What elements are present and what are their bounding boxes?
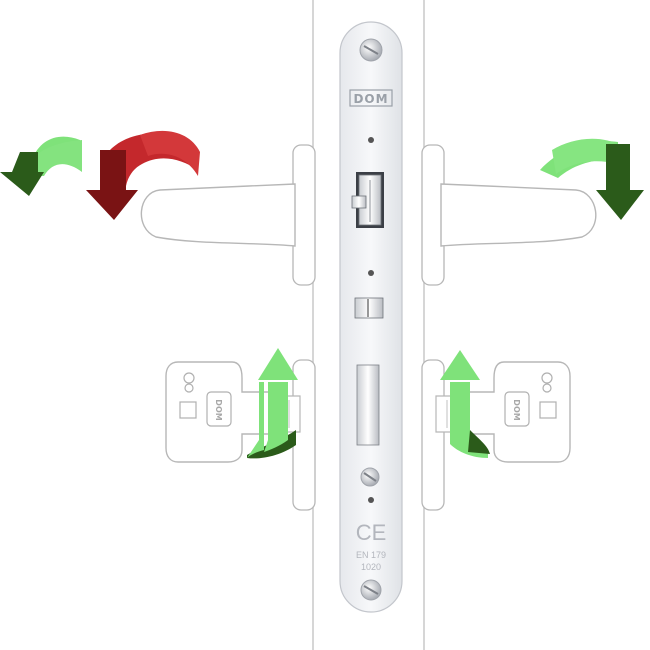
key-brand-left: DOM bbox=[214, 399, 223, 420]
rotate-down-arrow-icon-red bbox=[86, 130, 200, 220]
key-icon bbox=[465, 361, 571, 463]
latch-bolt bbox=[351, 172, 384, 228]
lock-faceplate: DOM CE EN 179 1020 bbox=[339, 21, 403, 613]
plate-hole-3 bbox=[368, 497, 374, 503]
key-icon bbox=[165, 361, 271, 463]
plate-hole-2 bbox=[368, 270, 374, 276]
lever-left bbox=[140, 144, 316, 286]
rotate-up-arrow-icon-left bbox=[247, 348, 298, 459]
key-brand-right: DOM bbox=[512, 399, 521, 420]
rotate-down-arrow-icon-right bbox=[540, 138, 644, 220]
standard-label: EN 179 bbox=[356, 550, 386, 560]
door-lever-icon bbox=[440, 183, 597, 247]
ce-mark: CE bbox=[356, 520, 387, 545]
code-label: 1020 bbox=[361, 562, 381, 572]
rotate-down-arrow-icon bbox=[0, 136, 82, 196]
rotate-up-arrow-icon-right bbox=[440, 350, 490, 458]
deadbolt bbox=[356, 364, 380, 446]
auxiliary-latch bbox=[354, 297, 384, 319]
brand-logo bbox=[349, 89, 393, 107]
lever-right bbox=[421, 144, 597, 286]
door-lever-icon bbox=[140, 183, 296, 247]
key-right: DOM bbox=[421, 359, 571, 511]
plate-hole-1 bbox=[368, 137, 374, 143]
plate-brand: DOM bbox=[353, 92, 388, 106]
